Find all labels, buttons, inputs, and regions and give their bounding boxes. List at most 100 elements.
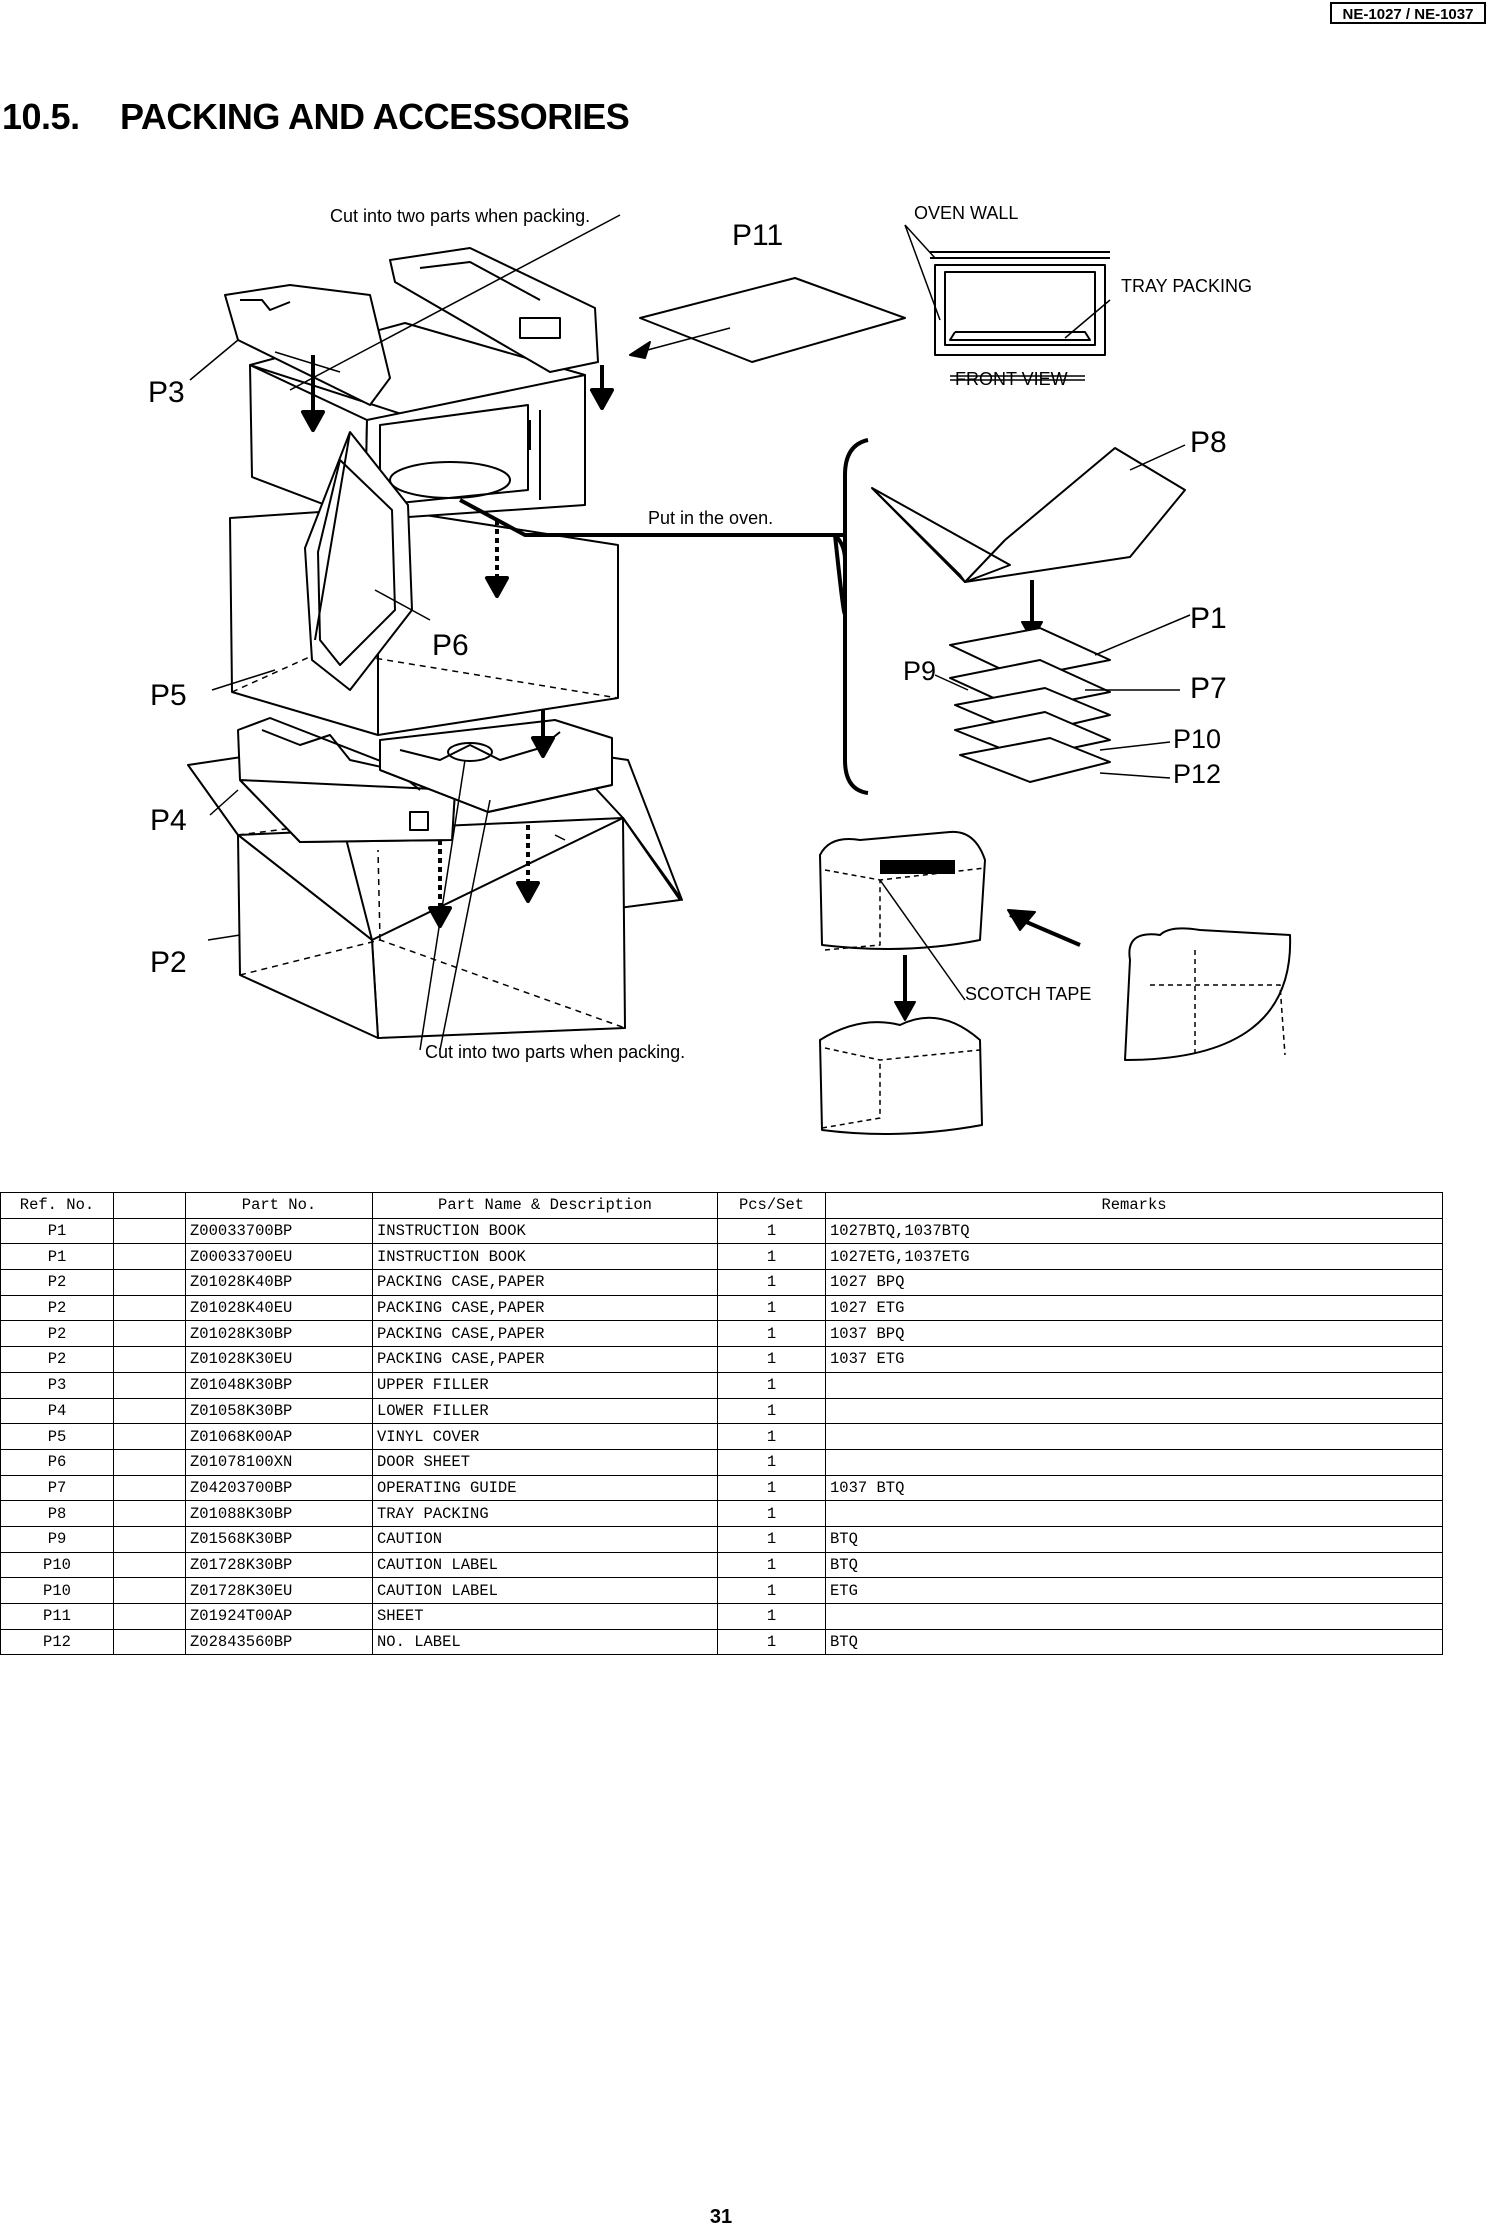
part-name-cell: OPERATING GUIDE (372, 1474, 718, 1502)
ref-no-cell: P6 (0, 1448, 114, 1476)
part-name-cell: PACKING CASE,PAPER (372, 1346, 718, 1373)
ref-no-cell: P1 (0, 1243, 114, 1271)
blank-cell (113, 1551, 186, 1579)
parts-list-table: Ref. No. Part No. Part Name & Descriptio… (0, 1192, 1443, 1656)
label-p12: P12 (1173, 759, 1221, 789)
front-view-label: FRONT VIEW (955, 369, 1068, 389)
remarks-cell: 1037 BPQ (825, 1320, 1443, 1348)
oven-wall-label: OVEN WALL (914, 203, 1018, 223)
section-number: 10.5. (2, 96, 80, 137)
packing-case-drawing (187, 744, 683, 1039)
part-name-cell: CAUTION LABEL (372, 1577, 718, 1604)
blank-cell (113, 1243, 186, 1271)
cut-callout-top: Cut into two parts when packing. (330, 206, 590, 226)
part-no-cell: Z01028K40BP (185, 1269, 373, 1296)
part-no-cell: Z01048K30BP (185, 1371, 373, 1399)
remarks-cell: BTQ (825, 1551, 1443, 1579)
section-heading: PACKING AND ACCESSORIES (120, 96, 630, 137)
remarks-cell: 1027BTQ,1037BTQ (825, 1217, 1443, 1245)
label-p11: P11 (732, 219, 783, 252)
vinyl-cover-drawing (229, 507, 619, 736)
label-p9: P9 (903, 656, 936, 686)
header-part-name: Part Name & Description (372, 1192, 718, 1219)
pcs-set-cell: 1 (717, 1577, 826, 1604)
part-name-cell: INSTRUCTION BOOK (372, 1243, 718, 1271)
pcs-set-cell: 1 (717, 1269, 826, 1296)
part-name-cell: LOWER FILLER (372, 1397, 718, 1425)
pcs-set-cell: 1 (717, 1474, 826, 1502)
part-no-cell: Z01924T00AP (185, 1603, 373, 1630)
ref-no-cell: P12 (0, 1628, 114, 1656)
part-name-cell: TRAY PACKING (372, 1500, 718, 1527)
remarks-cell: 1037 ETG (825, 1346, 1443, 1373)
pcs-set-cell: 1 (717, 1500, 826, 1527)
header-ref-no: Ref. No. (0, 1192, 114, 1219)
pcs-set-cell: 1 (717, 1294, 826, 1322)
scotch-tape-label: SCOTCH TAPE (965, 984, 1091, 1004)
part-name-cell: NO. LABEL (372, 1628, 718, 1656)
pcs-set-cell: 1 (717, 1423, 826, 1450)
packing-exploded-diagram: Cut into two parts when packing. Cut int… (148, 203, 1292, 1135)
ref-no-cell: P4 (0, 1397, 114, 1425)
blank-cell (113, 1500, 186, 1527)
ref-no-cell: P7 (0, 1474, 114, 1502)
remarks-cell: ETG (825, 1577, 1443, 1604)
part-name-cell: PACKING CASE,PAPER (372, 1269, 718, 1296)
put-in-oven-arrow (459, 498, 845, 537)
remarks-cell (825, 1423, 1443, 1450)
blank-cell (113, 1371, 186, 1399)
table-header-row: Ref. No. Part No. Part Name & Descriptio… (0, 1192, 1443, 1219)
ref-no-cell: P5 (0, 1423, 114, 1450)
label-p10: P10 (1173, 724, 1221, 754)
label-p8: P8 (1190, 426, 1227, 459)
blank-cell (113, 1525, 186, 1553)
part-no-cell: Z01078100XN (185, 1448, 373, 1476)
pcs-set-cell: 1 (717, 1346, 826, 1373)
remarks-cell (825, 1603, 1443, 1630)
ref-no-cell: P2 (0, 1320, 114, 1348)
remarks-cell (825, 1371, 1443, 1399)
tray-packing-label: TRAY PACKING (1121, 276, 1252, 296)
page-number: 31 (709, 2206, 733, 2228)
remarks-cell (825, 1448, 1443, 1476)
put-in-oven-label: Put in the oven. (648, 508, 773, 528)
part-name-cell: DOOR SHEET (372, 1448, 718, 1476)
part-no-cell: Z04203700BP (185, 1474, 373, 1502)
bracket-brace (833, 438, 869, 795)
ref-no-cell: P10 (0, 1551, 114, 1579)
part-no-cell: Z00033700BP (185, 1217, 373, 1245)
lower-filler-drawing (237, 717, 613, 843)
part-name-cell: PACKING CASE,PAPER (372, 1294, 718, 1322)
label-p1: P1 (1190, 602, 1227, 635)
blank-cell (113, 1577, 186, 1604)
blank-cell (113, 1269, 186, 1296)
part-name-cell: UPPER FILLER (372, 1371, 718, 1399)
ref-no-cell: P1 (0, 1217, 114, 1245)
ref-no-cell: P11 (0, 1603, 114, 1630)
blank-cell (113, 1423, 186, 1450)
part-no-cell: Z01058K30BP (185, 1397, 373, 1425)
remarks-cell: BTQ (825, 1628, 1443, 1656)
blank-cell (113, 1628, 186, 1656)
part-no-cell: Z02843560BP (185, 1628, 373, 1656)
cut-callout-bottom: Cut into two parts when packing. (425, 1042, 685, 1062)
blank-cell (113, 1474, 186, 1502)
ref-no-cell: P2 (0, 1269, 114, 1296)
blank-cell (113, 1448, 186, 1476)
blank-cell (113, 1217, 186, 1245)
label-p3: P3 (148, 376, 185, 409)
part-no-cell: Z01028K40EU (185, 1294, 373, 1322)
part-no-cell: Z01728K30BP (185, 1551, 373, 1579)
